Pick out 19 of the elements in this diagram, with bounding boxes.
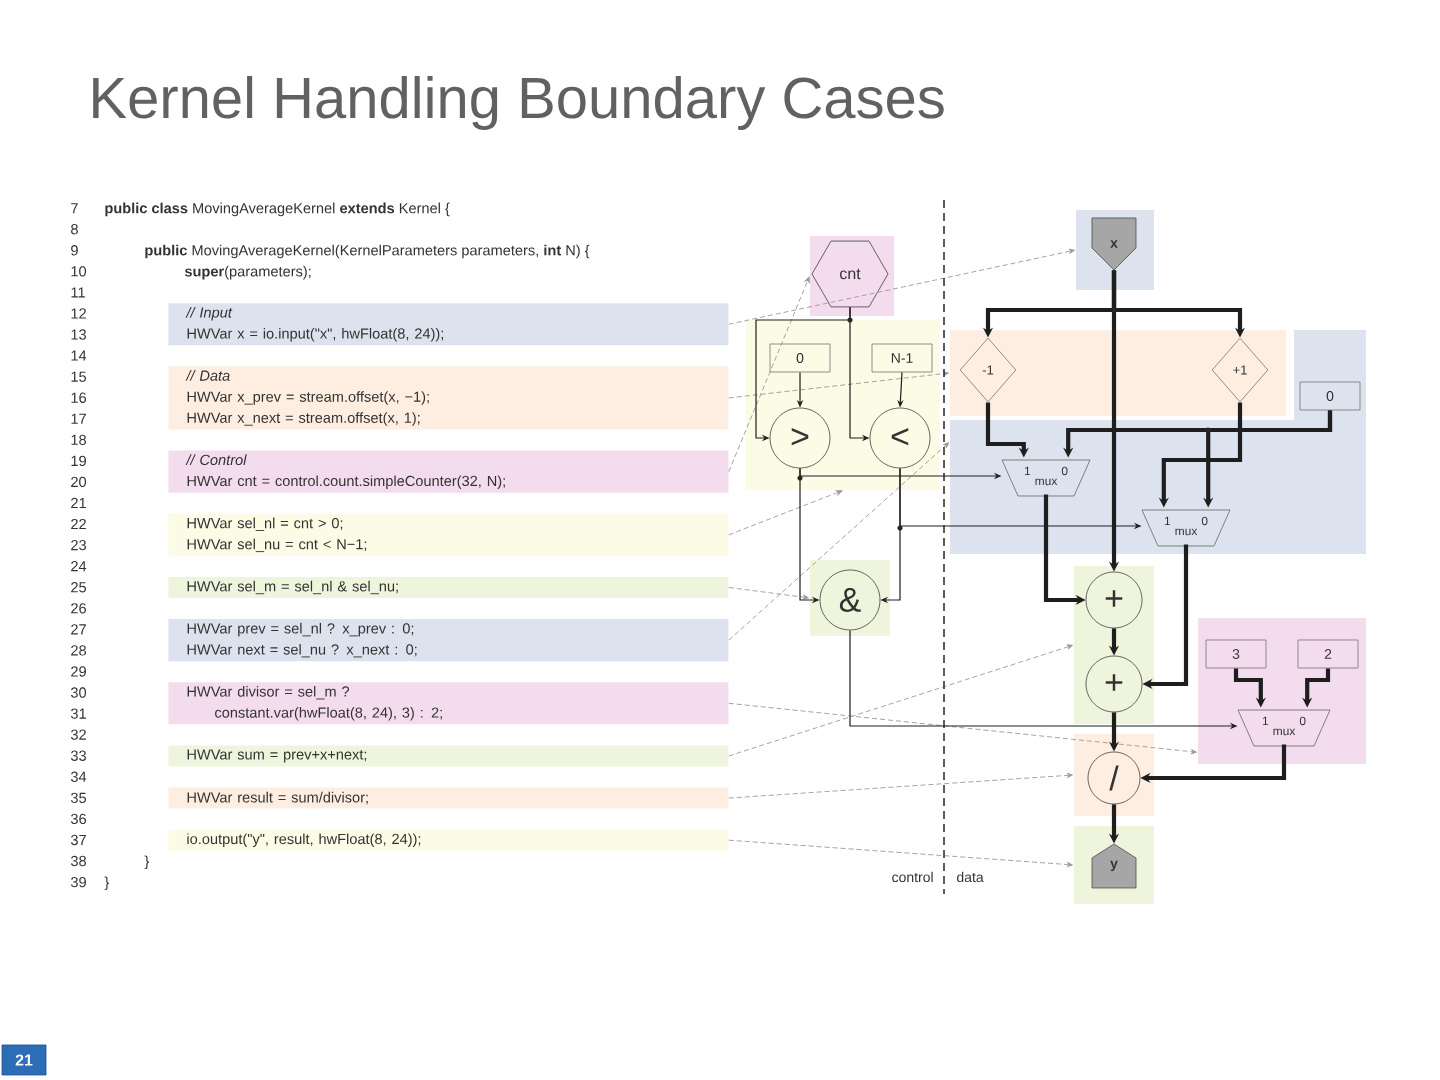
- leader-line: [728, 371, 949, 399]
- title: Kernel Handling Boundary Cases: [93, 75, 944, 131]
- highlight-region: [1074, 734, 1154, 816]
- leader-line: [728, 772, 1073, 799]
- highlight-region: [746, 320, 940, 490]
- leader-line: [728, 702, 1197, 755]
- leader-line: [728, 644, 1073, 757]
- counter-hexagon: cnt: [811, 240, 889, 308]
- highlight-region: [950, 330, 1366, 554]
- leader-line: [728, 587, 809, 600]
- leader-line: [728, 248, 1075, 325]
- leader-line: [728, 490, 843, 536]
- page-number: 21: [1, 1044, 47, 1076]
- highlight-region: [1198, 618, 1366, 764]
- highlight-region: [950, 330, 1286, 416]
- leader-line: [728, 276, 810, 473]
- highlight-region: [1074, 566, 1154, 724]
- leader-line: [728, 442, 950, 641]
- leader-line: [728, 839, 1073, 868]
